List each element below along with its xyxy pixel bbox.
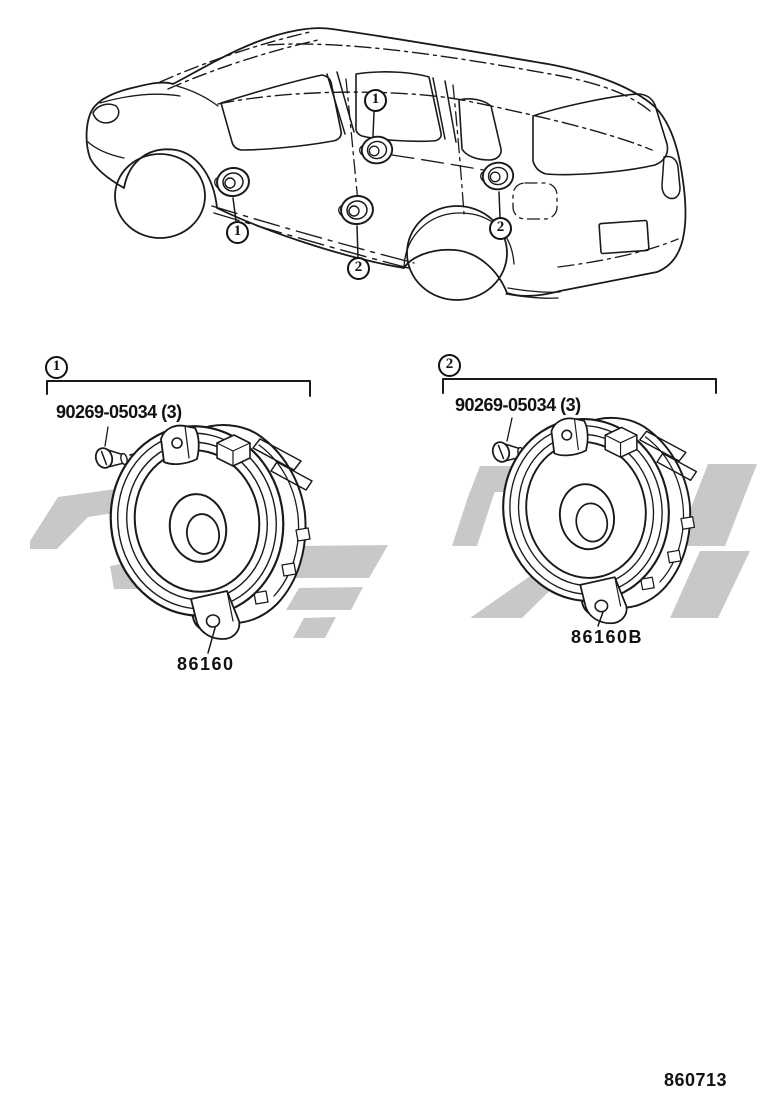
vehicle-line-art — [85, 27, 687, 301]
detail-1-callout-badge: 1 — [45, 356, 68, 379]
callout-center-pillar-speaker: 1 — [364, 89, 387, 112]
front-wheel — [114, 153, 206, 239]
detail-1-part-number: 86160 — [177, 654, 235, 674]
detail-1-bracket — [46, 380, 311, 397]
speaker-unit-86160 — [94, 411, 314, 641]
detail-2-callout-badge: 2 — [438, 354, 461, 377]
fuel-lid — [512, 182, 558, 220]
front-door-speaker-marker — [213, 164, 252, 200]
sliding-door-speaker-marker — [337, 192, 376, 228]
rear-window — [532, 93, 669, 176]
taillight — [661, 155, 681, 200]
sliding-door-window — [355, 71, 442, 143]
detail-2-line-art — [442, 378, 717, 627]
callout-sliding-door-speaker: 2 — [347, 257, 370, 280]
rear-wheel — [406, 205, 508, 301]
headlight — [92, 103, 120, 124]
detail-2-screw-part-number: 90269-05034 (3) — [455, 395, 581, 415]
front-door-window — [220, 74, 342, 151]
detail-2-bracket — [442, 378, 717, 394]
rear-quarter-speaker-marker — [479, 159, 516, 193]
figure-number: 860713 — [664, 1070, 728, 1090]
callout-rear-quarter-speaker: 2 — [489, 217, 512, 240]
detail-1-screw-part-number: 90269-05034 (3) — [56, 402, 182, 422]
license-plate — [598, 219, 650, 255]
callout-front-door-speaker: 1 — [226, 221, 249, 244]
detail-2-part-number: 86160B — [571, 627, 644, 647]
detail-1-line-art — [46, 380, 314, 654]
detail-1-screw — [92, 445, 129, 471]
beltline — [217, 91, 653, 151]
quarter-window — [458, 98, 502, 161]
